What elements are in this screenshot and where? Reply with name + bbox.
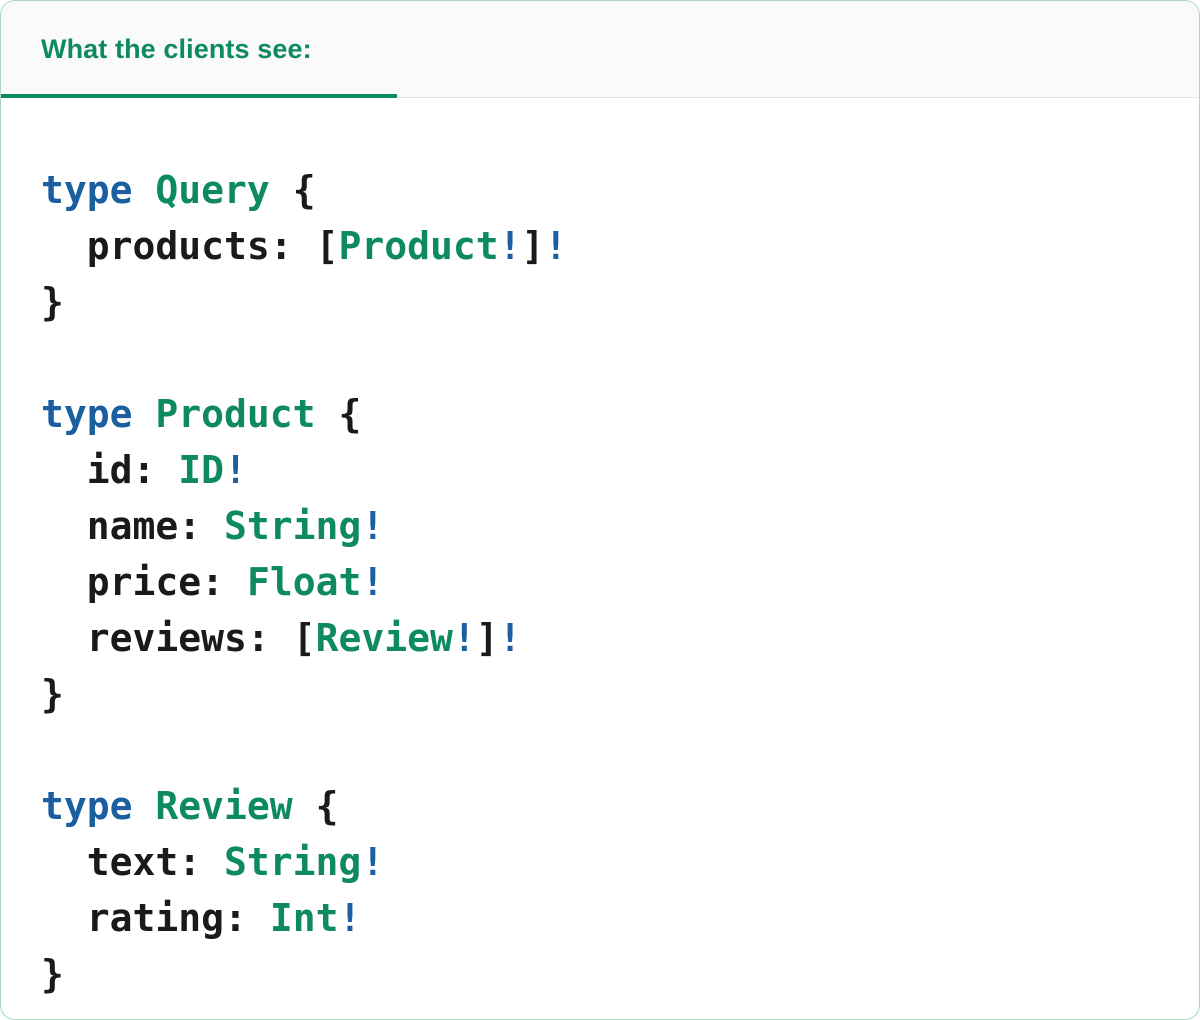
code-line-product-reviews: reviews: [Review!]! [41, 610, 1199, 666]
code-token-keyword: type [41, 784, 133, 828]
code-token-plain [41, 224, 87, 268]
code-token-plain [133, 168, 156, 212]
code-token-type: String [224, 504, 362, 548]
code-token-plain [201, 504, 224, 548]
code-token-type: Query [155, 168, 270, 212]
code-line-product-close: } [41, 666, 1199, 722]
code-token-bang: ! [544, 224, 568, 268]
tab-bar-divider [1, 97, 1199, 98]
code-token-plain [155, 448, 178, 492]
code-line-review-rating: rating: Int! [41, 890, 1199, 946]
code-line-blank-2 [41, 722, 1199, 778]
code-token-plain [41, 560, 87, 604]
code-token-field: price: [86, 560, 225, 604]
code-token-punct: } [41, 952, 64, 996]
code-token-type: Review [315, 616, 453, 660]
code-token-keyword: type [41, 168, 133, 212]
code-token-punct: { [315, 784, 339, 828]
graphql-schema-code[interactable]: type Query { products: [Product!]!} type… [1, 162, 1199, 1002]
code-token-keyword: type [41, 392, 133, 436]
code-token-plain [270, 168, 293, 212]
code-token-punct: ] [475, 616, 499, 660]
code-line-query-close: } [41, 274, 1199, 330]
code-token-punct: [ [315, 224, 339, 268]
code-line-blank-1 [41, 330, 1199, 386]
code-token-punct: } [41, 672, 64, 716]
code-token-type: Product [338, 224, 499, 268]
code-token-punct: { [338, 392, 362, 436]
code-token-field: text: [86, 840, 202, 884]
code-line-review-close: } [41, 946, 1199, 1002]
code-line-product-price: price: Float! [41, 554, 1199, 610]
code-token-plain [41, 448, 87, 492]
code-token-bang: ! [338, 896, 362, 940]
code-line-product-id: id: ID! [41, 442, 1199, 498]
code-area: type Query { products: [Product!]!} type… [1, 98, 1199, 1002]
code-token-bang: ! [452, 616, 476, 660]
code-line-product-open: type Product { [41, 386, 1199, 442]
code-token-type: ID [178, 448, 225, 492]
code-token-field: reviews: [86, 616, 270, 660]
code-token-type: Review [155, 784, 293, 828]
code-token-type: Product [155, 392, 316, 436]
tab-active-underline [1, 94, 397, 98]
code-token-plain [270, 616, 293, 660]
code-line-query-open: type Query { [41, 162, 1199, 218]
code-token-field: rating: [86, 896, 247, 940]
code-token-plain [133, 784, 156, 828]
code-line-review-open: type Review { [41, 778, 1199, 834]
code-line-query-products: products: [Product!]! [41, 218, 1199, 274]
code-token-punct: } [41, 280, 64, 324]
code-line-product-name: name: String! [41, 498, 1199, 554]
code-token-bang: ! [498, 616, 522, 660]
code-token-type: Float [246, 560, 362, 604]
code-token-bang: ! [498, 224, 522, 268]
code-token-plain [316, 392, 339, 436]
code-token-bang: ! [361, 504, 385, 548]
code-token-plain [247, 896, 270, 940]
code-token-type: String [224, 840, 362, 884]
code-token-plain [293, 784, 316, 828]
code-token-field: id: [86, 448, 156, 492]
code-token-plain [41, 896, 87, 940]
code-line-review-text: text: String! [41, 834, 1199, 890]
code-token-punct: ] [521, 224, 545, 268]
tab-label: What the clients see: [41, 34, 312, 64]
code-token-punct: { [292, 168, 316, 212]
tab-what-the-clients-see[interactable]: What the clients see: [1, 1, 397, 98]
code-token-plain [201, 840, 224, 884]
code-token-punct: [ [292, 616, 316, 660]
code-token-field: name: [86, 504, 202, 548]
code-token-plain [293, 224, 316, 268]
code-token-plain [41, 616, 87, 660]
tab-bar: What the clients see: [1, 1, 1199, 98]
code-token-plain [41, 840, 87, 884]
code-token-plain [224, 560, 247, 604]
code-token-bang: ! [361, 560, 385, 604]
code-token-plain [133, 392, 156, 436]
code-token-bang: ! [224, 448, 247, 492]
code-token-bang: ! [361, 840, 385, 884]
code-token-plain [41, 504, 87, 548]
code-token-field: products: [86, 224, 293, 268]
code-token-type: Int [269, 896, 339, 940]
